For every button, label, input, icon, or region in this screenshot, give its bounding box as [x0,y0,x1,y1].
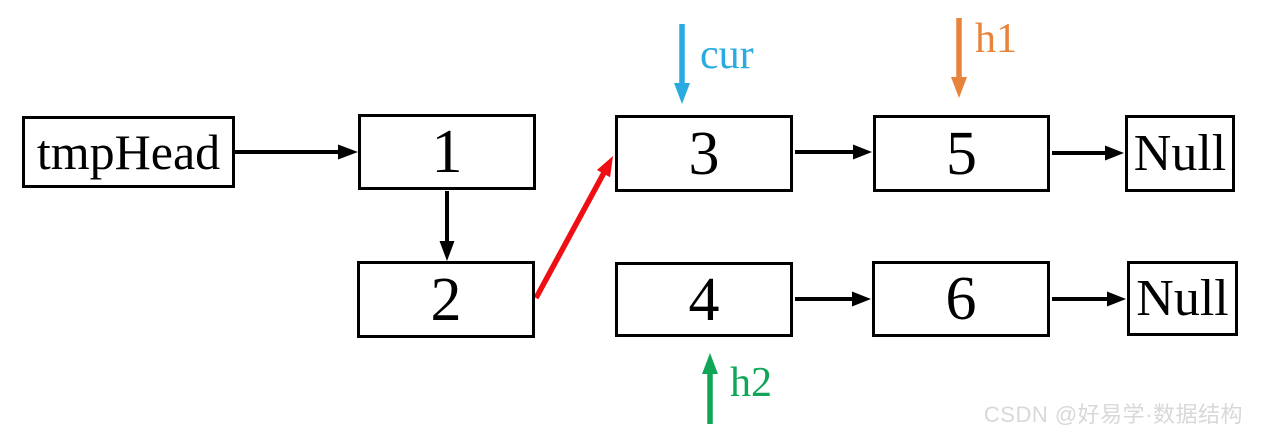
node-2: 2 [357,261,535,338]
node-label: 3 [688,119,720,188]
node-label: Null [1133,124,1227,182]
h2-pointer-label: h2 [730,360,772,406]
watermark: CSDN @好易学·数据结构 [983,402,1243,427]
node-null-bottom: Null [1127,261,1238,336]
node-4: 4 [615,262,793,337]
cur-pointer-arrow-icon [674,24,690,104]
node-label: 4 [688,265,720,334]
node-label: 6 [945,265,977,333]
node-tmphead: tmpHead [22,116,235,188]
node-3: 3 [615,115,793,192]
arrow-3-to-5 [795,144,872,160]
node-6: 6 [872,261,1050,337]
node-label: Null [1136,269,1229,327]
node-null-top: Null [1125,115,1235,192]
arrow-1-to-2 [439,191,455,261]
cur-pointer-label: cur [700,32,754,78]
h1-pointer-label: h1 [975,16,1017,62]
node-label: 1 [431,118,463,186]
redirect-arrow-2-to-3 [533,156,613,300]
node-label: 2 [430,265,462,334]
arrow-4-to-6 [795,291,871,307]
arrow-5-to-null [1052,145,1124,161]
node-5: 5 [873,115,1050,192]
node-1: 1 [358,114,536,190]
h2-pointer-arrow-icon [702,353,718,424]
h1-pointer-arrow-icon [951,18,967,98]
arrow-6-to-null [1052,291,1126,307]
arrow-tmphead-to-1 [235,144,358,160]
node-label: tmpHead [36,124,221,180]
node-label: 5 [946,119,977,188]
